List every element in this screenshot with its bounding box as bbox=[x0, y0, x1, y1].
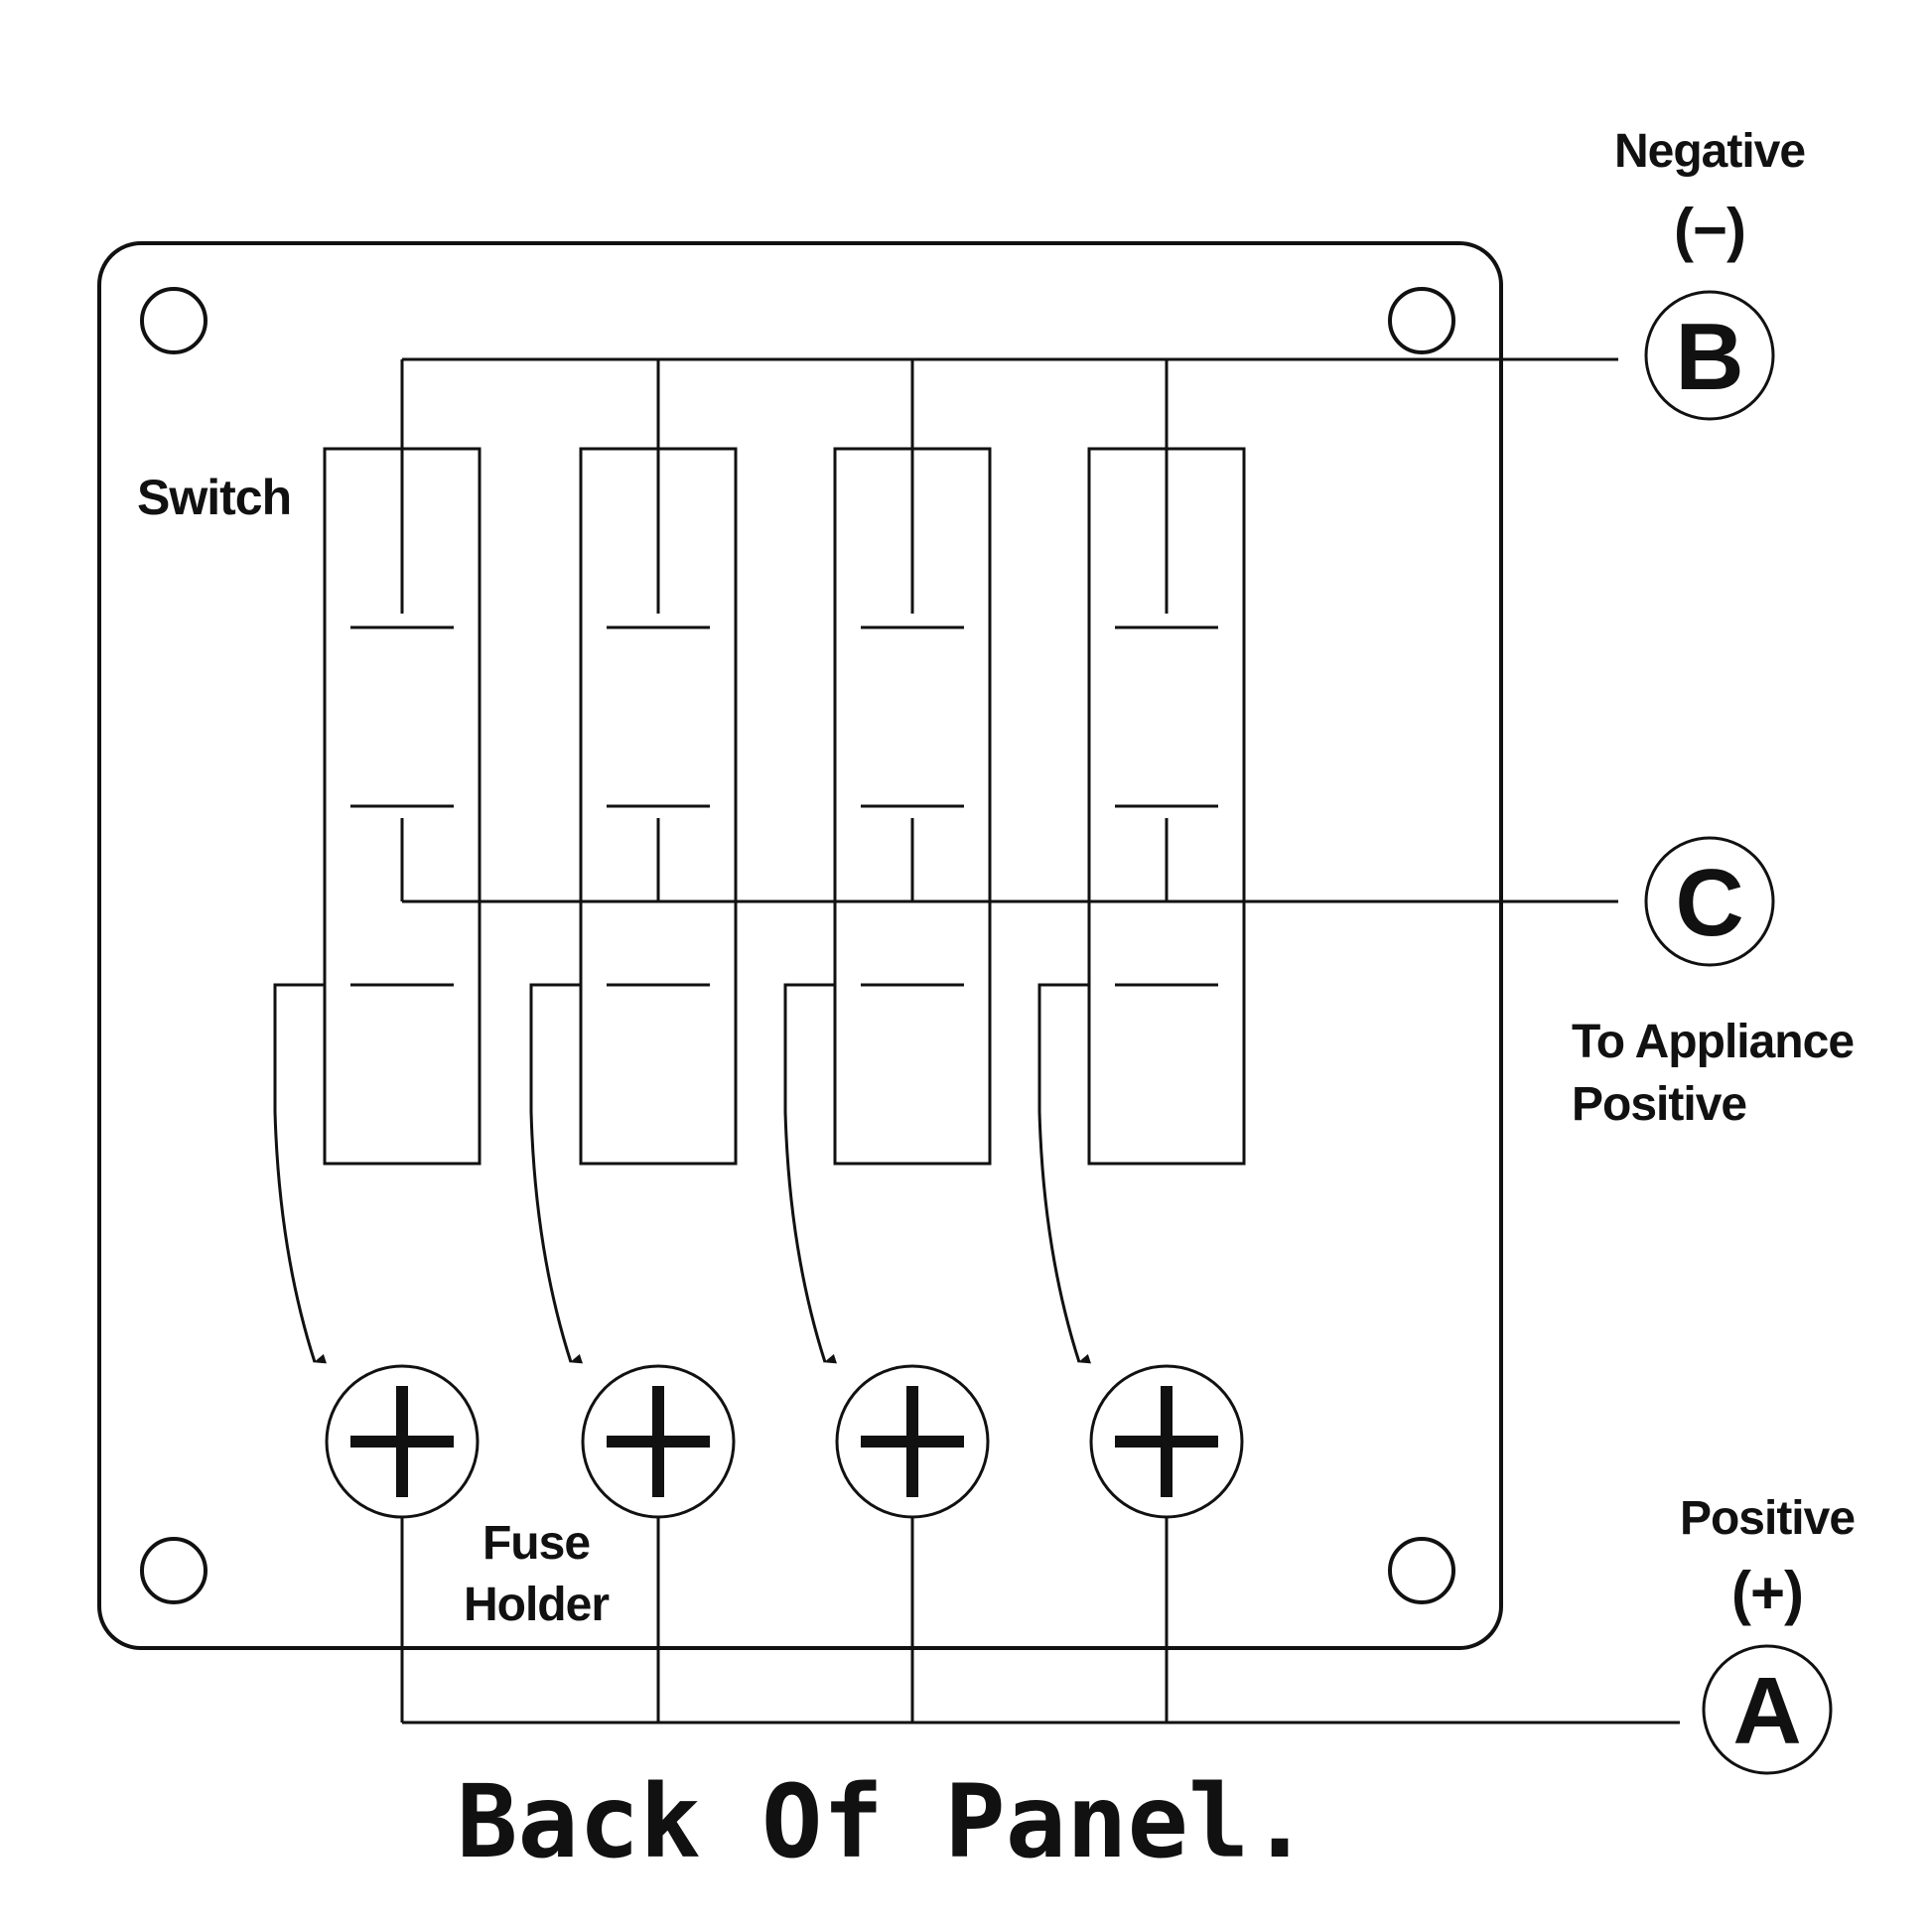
terminal-b-label: B bbox=[1675, 304, 1743, 410]
positive-label: Positive bbox=[1680, 1492, 1855, 1545]
terminal-a-label: A bbox=[1732, 1658, 1801, 1764]
to-appliance-label-line2: Positive bbox=[1572, 1078, 1746, 1131]
terminal-circle-icon bbox=[1702, 1644, 1833, 1775]
arrow-down-icon bbox=[273, 983, 328, 1364]
fuse-holder-label-line1: Fuse bbox=[483, 1517, 590, 1570]
mounting-hole-icon bbox=[140, 1537, 207, 1604]
arrow-down-icon bbox=[1037, 983, 1092, 1364]
terminal-circle-icon bbox=[1644, 290, 1775, 421]
negative-label: Negative bbox=[1614, 125, 1805, 178]
mounting-hole-icon bbox=[140, 287, 207, 354]
mounting-hole-icon bbox=[1388, 287, 1455, 354]
fuse-holder-label-line2: Holder bbox=[464, 1579, 609, 1631]
caption: Back Of Panel. bbox=[457, 1763, 1311, 1881]
mounting-hole-icon bbox=[1388, 1537, 1455, 1604]
switch-label: Switch bbox=[137, 470, 291, 525]
terminal-c-label: C bbox=[1675, 850, 1743, 956]
terminal-circle-icon bbox=[1644, 836, 1775, 967]
circuit-group bbox=[273, 359, 1246, 1723]
arrow-down-icon bbox=[783, 983, 838, 1364]
to-appliance-label-line1: To Appliance bbox=[1572, 1016, 1854, 1068]
positive-sign-label: (+) bbox=[1731, 1560, 1803, 1626]
arrow-down-icon bbox=[529, 983, 584, 1364]
negative-sign-label: (−) bbox=[1674, 197, 1745, 263]
panel-outline bbox=[97, 241, 1503, 1650]
